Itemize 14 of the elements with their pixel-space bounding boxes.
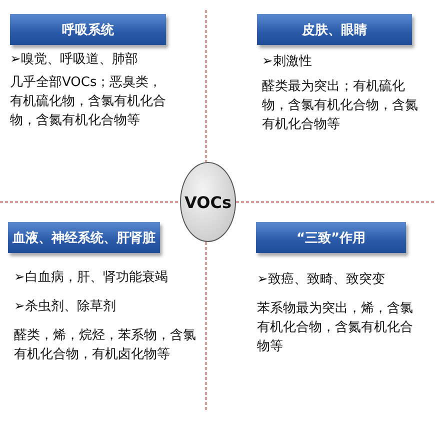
description-text: ➢嗅觉、呼吸道、肺部 (10, 51, 139, 69)
section-header-bar: “三致”作用 (256, 222, 406, 253)
center-ellipse: VOCs (180, 162, 236, 242)
description-text: 几乎全部VOCs；恶臭类，有机硫化物，含氯有机化合物，含氮有机化合物等 (10, 74, 167, 130)
section-header-bar: 血液、神经系统、肝肾脏 (8, 222, 160, 253)
description-text: ➢白血病，肝、肾功能衰竭 (14, 269, 169, 287)
description-text: ➢致癌、致畸、致突变 (257, 271, 386, 289)
section-header-bar: 呼吸系统 (10, 14, 166, 45)
description-text: ➢杀虫剂、除草剂 (14, 298, 117, 316)
section-header-bar: 皮肤、眼睛 (257, 14, 412, 45)
description-text: 苯系物最为突出，烯，含氯有机化合物，含氮有机化合物等 (257, 300, 414, 356)
description-text: 醛类，烯，烷烃，苯系物，含氯有机化合物，有机卤化物等 (14, 327, 196, 364)
description-text: 醛类最为突出；有机硫化物，含氯有机化合物，含氮有机化合物等 (262, 78, 419, 134)
description-text: ➢刺激性 (262, 53, 313, 71)
